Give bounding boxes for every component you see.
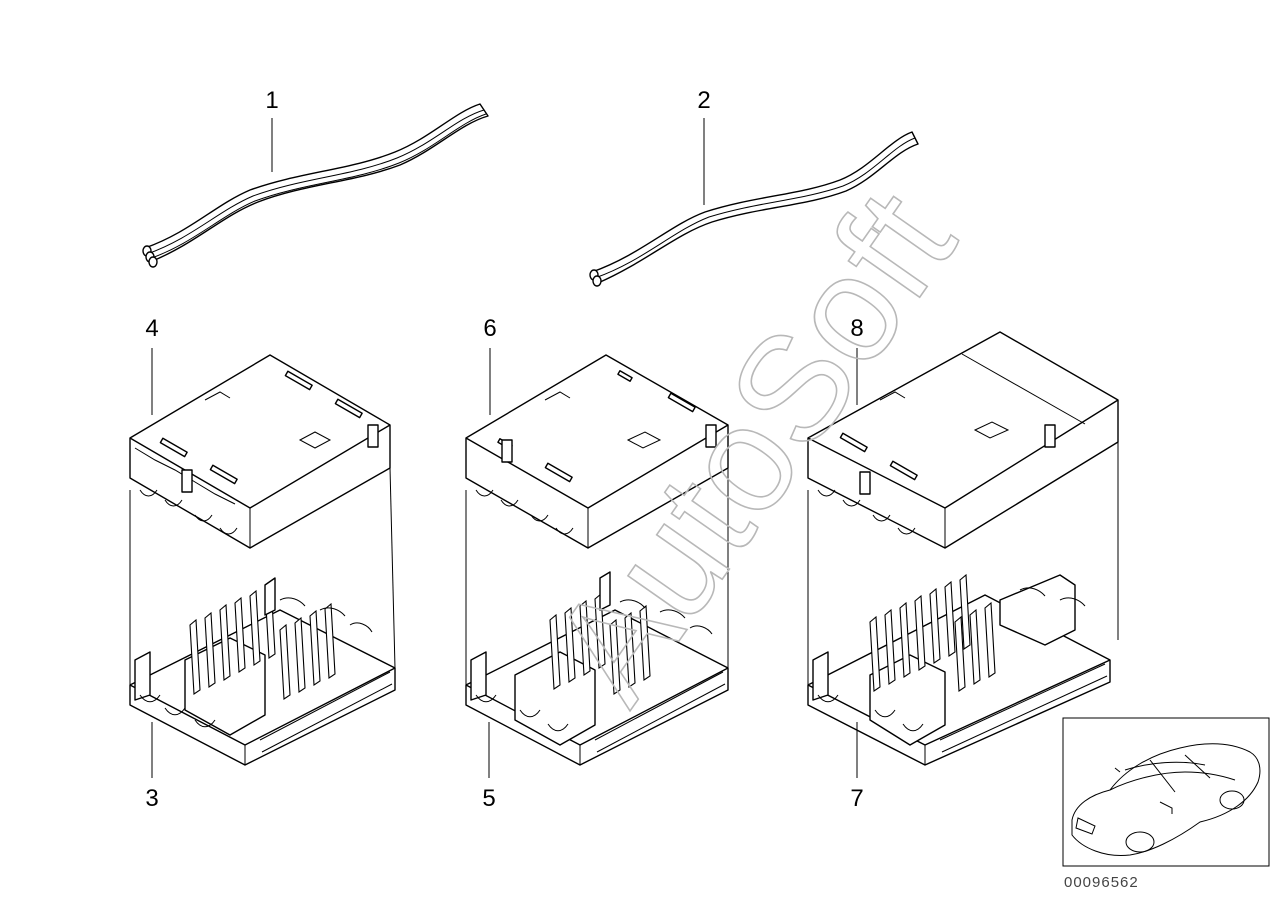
connector-cover-8[interactable] bbox=[807, 331, 1119, 549]
connector-cover-4[interactable] bbox=[129, 354, 391, 549]
callout-8: 8 bbox=[850, 315, 863, 342]
callout-numbers: 1 2 3 4 5 6 7 8 bbox=[145, 87, 863, 812]
callout-1: 1 bbox=[265, 87, 278, 114]
connector-base-5[interactable] bbox=[465, 571, 729, 766]
pins-5 bbox=[549, 592, 651, 695]
callout-3: 3 bbox=[145, 785, 158, 812]
callout-7: 7 bbox=[850, 785, 863, 812]
pins-7 bbox=[869, 573, 996, 692]
connector-cover-6[interactable] bbox=[465, 354, 729, 549]
callout-2: 2 bbox=[697, 87, 710, 114]
callout-4: 4 bbox=[145, 315, 158, 342]
car-icon bbox=[1071, 743, 1261, 857]
callout-6: 6 bbox=[483, 315, 496, 342]
connector-base-3[interactable] bbox=[129, 577, 396, 766]
connector-base-7[interactable] bbox=[807, 573, 1111, 766]
leader-lines bbox=[129, 118, 1119, 778]
cable-1[interactable] bbox=[142, 103, 489, 268]
pins-3 bbox=[189, 582, 336, 700]
car-location-thumbnail[interactable] bbox=[1062, 717, 1270, 867]
cable-2[interactable] bbox=[589, 131, 919, 287]
reference-code: 00096562 bbox=[1064, 874, 1139, 891]
callout-5: 5 bbox=[482, 785, 495, 812]
